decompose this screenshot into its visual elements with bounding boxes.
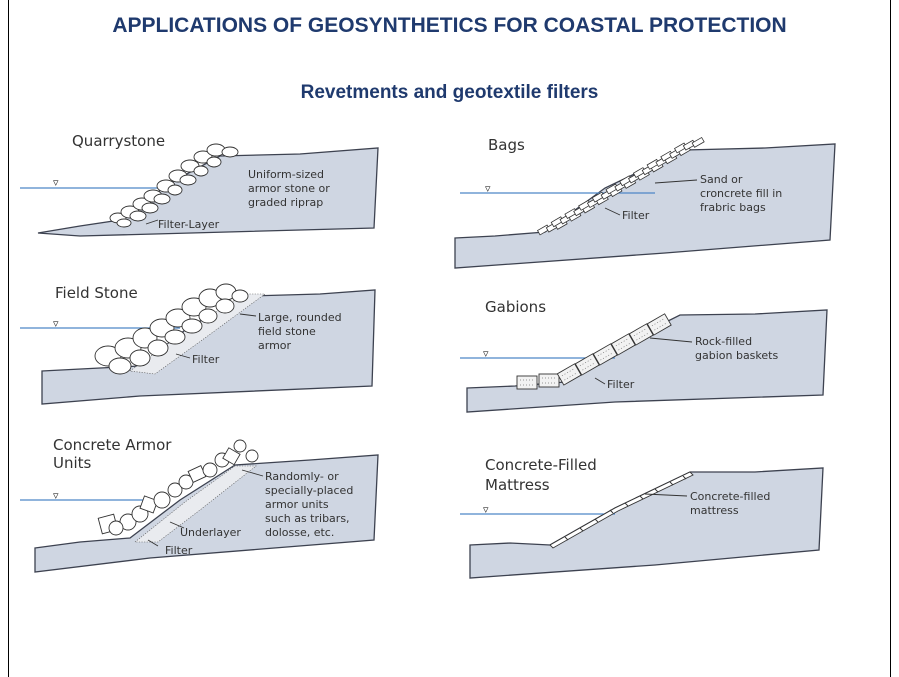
filter-leader — [145, 219, 159, 225]
concrete-armor-title-1: Concrete Armor — [53, 436, 172, 454]
water-level-icon: ▿ — [53, 489, 59, 502]
mattress-slope — [469, 467, 824, 579]
gabions-callout-1: Rock-filled — [695, 335, 752, 348]
gabion-basket — [538, 373, 560, 388]
slide-subtitle: Revetments and geotextile filters — [300, 82, 599, 103]
underlayer-leader — [169, 521, 185, 529]
concrete-armor-filter-label: Filter — [165, 544, 193, 557]
field-stone-diagram: Field Stone ▿ Large, rounded field stone… — [20, 283, 376, 405]
underlayer — [134, 465, 257, 543]
concrete-armor-diagram: Concrete Armor Units ▿ Randomly- or spec… — [20, 436, 379, 573]
mattress-diagram: Concrete-Filled Mattress ▿ Concrete-fill… — [460, 456, 824, 579]
filter-leader — [594, 377, 606, 385]
mattress-title-2: Mattress — [485, 476, 550, 494]
gabions-callout-2: gabion baskets — [695, 349, 778, 362]
bags-filter-label: Filter — [622, 209, 650, 222]
bags-callout-2: croncrete fill in — [700, 187, 782, 200]
quarrystone-title: Quarrystone — [72, 132, 165, 150]
mattress-callout-2: mattress — [690, 504, 739, 517]
quarrystone-filter-label: Filter-Layer — [158, 218, 220, 231]
gabion-baskets — [516, 313, 672, 390]
mattress-callout-1: Concrete-filled — [690, 490, 770, 503]
gabion-basket — [556, 363, 582, 386]
gabion-fill — [597, 348, 613, 361]
mattress-title-1: Concrete-Filled — [485, 456, 597, 474]
concrete-armor-callout-1: Randomly- or — [265, 470, 339, 483]
quarrystone-callout-2: armor stone or — [248, 182, 330, 195]
water-level-icon: ▿ — [485, 182, 491, 195]
gabion-basket — [646, 313, 672, 336]
bags-callout-3: frabric bags — [700, 201, 766, 214]
water-level-icon: ▿ — [483, 503, 489, 516]
gabions-panel: Gabions ▿ Rock-filled gabion baskets Fil… — [455, 290, 845, 425]
sand-bag — [691, 136, 705, 148]
bags-slope — [454, 143, 836, 269]
callout-leader — [649, 337, 693, 343]
gabions-title: Gabions — [485, 298, 546, 316]
quarrystone-armor — [109, 143, 239, 228]
quarrystone-diagram: Quarrystone ▿ Uniform-sized armor stone … — [20, 132, 379, 237]
concrete-armor-slope — [34, 454, 379, 573]
filter-leader — [604, 207, 621, 216]
field-stone-filter-label: Filter — [192, 353, 220, 366]
slide-frame — [8, 0, 891, 677]
field-stone-callout-3: armor — [258, 339, 292, 352]
gabion-fill — [615, 338, 631, 351]
bags-panel: Bags ▿ Sand or croncrete fill in frabric… — [454, 128, 845, 273]
concrete-armor-callout-2: specially-placed — [265, 484, 353, 497]
field-stone-callout-2: field stone — [258, 325, 316, 338]
concrete-armor-callout-5: dolosse, etc. — [265, 526, 334, 539]
gabion-fill — [520, 379, 534, 386]
gabion-fill — [542, 377, 556, 384]
mattress-joints — [564, 475, 687, 541]
gabion-fill — [651, 318, 667, 331]
armor-units — [97, 439, 259, 536]
quarrystone-callout-3: graded riprap — [248, 196, 323, 209]
callout-leader — [241, 469, 264, 477]
concrete-armor-title-2: Units — [53, 454, 92, 472]
field-stone-callout-1: Large, rounded — [258, 311, 342, 324]
gabions-filter-label: Filter — [607, 378, 635, 391]
gabion-basket — [610, 333, 636, 356]
concrete-armor-callout-4: such as tribars, — [265, 512, 350, 525]
concrete-armor-callout-3: armor units — [265, 498, 329, 511]
gabion-fill — [633, 328, 649, 341]
water-level-icon: ▿ — [53, 176, 59, 189]
gabion-basket — [516, 375, 538, 390]
underlayer-label: Underlayer — [180, 526, 241, 539]
callout-leader — [644, 493, 688, 497]
field-stone-armor — [94, 283, 249, 375]
field-stone-panel: Field Stone ▿ Large, rounded field stone… — [20, 276, 400, 411]
gabion-basket — [628, 323, 654, 346]
gabion-fill — [579, 358, 595, 371]
slide-title: APPLICATIONS OF GEOSYNTHETICS FOR COASTA… — [112, 14, 787, 37]
quarrystone-panel: Quarrystone ▿ Uniform-sized armor stone … — [20, 128, 400, 253]
callout-leader — [654, 179, 698, 184]
callout-leader — [239, 313, 257, 317]
bags-diagram: Bags ▿ Sand or croncrete fill in frabric… — [454, 136, 836, 269]
gabions-diagram: Gabions ▿ Rock-filled gabion baskets Fil… — [460, 298, 828, 413]
bags-callout-1: Sand or — [700, 173, 743, 186]
quarrystone-slope — [37, 147, 379, 237]
water-level-icon: ▿ — [53, 317, 59, 330]
mattress-panel: Concrete-Filled Mattress ▿ Concrete-fill… — [455, 450, 845, 585]
concrete-armor-panel: Concrete Armor Units ▿ Randomly- or spec… — [20, 430, 400, 580]
water-level-icon: ▿ — [483, 347, 489, 360]
filter-leader — [175, 353, 191, 359]
bags-title: Bags — [488, 136, 525, 154]
gabion-fill — [561, 368, 577, 381]
bags-stack — [536, 136, 705, 236]
quarrystone-callout-1: Uniform-sized — [248, 168, 324, 181]
gabion-basket — [592, 343, 618, 366]
filter-leader — [147, 539, 159, 547]
field-stone-title: Field Stone — [55, 284, 138, 302]
gabion-basket — [574, 353, 600, 376]
